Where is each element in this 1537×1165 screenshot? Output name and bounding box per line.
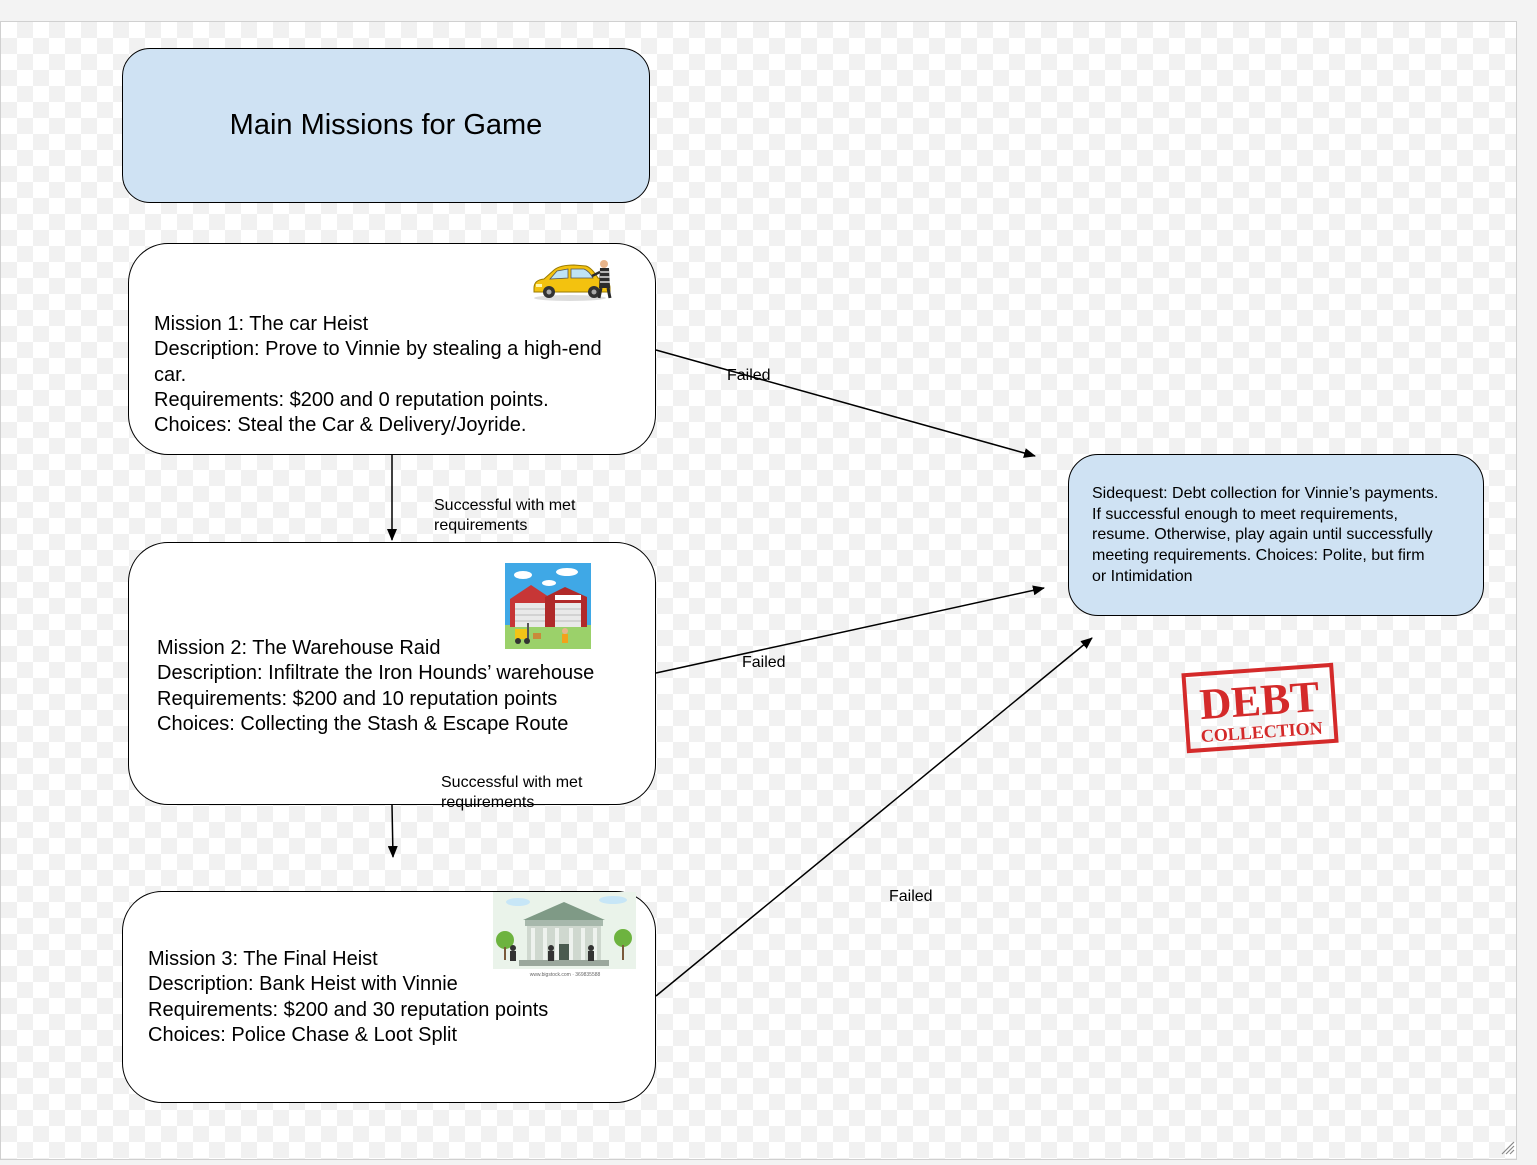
mission-3-requirements: Requirements: $200 and 30 reputation poi… <box>148 998 549 1021</box>
mission-1-requirements: Requirements: $200 and 0 reputation poin… <box>154 388 549 411</box>
sidequest-line-1: Sidequest: Debt collection for Vinnie’s … <box>1092 485 1439 502</box>
failed-label-1: Failed <box>727 367 771 384</box>
mission-1-title: Mission 1: The car Heist <box>154 313 369 335</box>
sidequest-text: Sidequest: Debt collection for Vinnie’s … <box>1092 484 1472 588</box>
mission-3-choices: Choices: Police Chase & Loot Split <box>148 1023 458 1046</box>
mission-3-title: Mission 3: The Final Heist <box>148 948 378 970</box>
mission-2-requirements: Requirements: $200 and 10 reputation poi… <box>157 687 558 710</box>
sidequest-line-4: meeting requirements. Choices: Polite, b… <box>1092 547 1425 565</box>
success-label-1-line-2: requirements <box>434 517 528 534</box>
mission-2-description: Description: Infiltrate the Iron Hounds’… <box>157 662 595 685</box>
mission-2-choices: Choices: Collecting the Stash & Escape R… <box>157 712 569 735</box>
bank-image-caption: www.bigstock.com · 369835588 <box>530 972 601 978</box>
car-thief-icon <box>533 260 612 301</box>
failed-label-2: Failed <box>742 654 786 671</box>
mission-1-description-cont: car. <box>154 363 187 386</box>
resize-grip-icon[interactable] <box>1499 1139 1515 1155</box>
sidequest-line-5: or Intimidation <box>1092 567 1193 585</box>
title-box[interactable]: Main Missions for Game <box>122 48 650 203</box>
diagram-title: Main Missions for Game <box>229 109 543 141</box>
mission-3-description: Description: Bank Heist with Vinnie <box>148 973 458 996</box>
success-label-1-line-1: Successful with met <box>434 497 576 514</box>
debt-collection-stamp: DEBT COLLECTION <box>1181 662 1339 754</box>
mission-1-text: Mission 1: The car Heist Description: Pr… <box>154 312 602 438</box>
success-label-2-line-1: Successful with met <box>441 774 583 791</box>
bank-robbery-icon: www.bigstock.com · 369835588 <box>493 892 636 978</box>
mission-2-text: Mission 2: The Warehouse Raid Descriptio… <box>157 636 594 737</box>
sidequest-line-3: resume. Otherwise, play again until succ… <box>1092 526 1433 544</box>
success-label-1: Successful with met requirements <box>434 496 575 536</box>
mission-1-description: Description: Prove to Vinnie by stealing… <box>154 338 602 361</box>
stamp-debt-text: DEBT <box>1198 672 1321 729</box>
warehouse-icon <box>505 563 591 649</box>
failed-label-3: Failed <box>889 888 933 905</box>
success-label-2-line-2: requirements <box>441 794 535 811</box>
mission-2-title: Mission 2: The Warehouse Raid <box>157 637 441 659</box>
sidequest-line-2: If successful enough to meet requirement… <box>1092 505 1398 523</box>
sidequest-box[interactable] <box>1068 454 1484 616</box>
success-label-2: Successful with met requirements <box>441 773 582 813</box>
mission-1-choices: Choices: Steal the Car & Delivery/Joyrid… <box>154 414 527 437</box>
mission-3-text: Mission 3: The Final Heist Description: … <box>148 947 548 1048</box>
